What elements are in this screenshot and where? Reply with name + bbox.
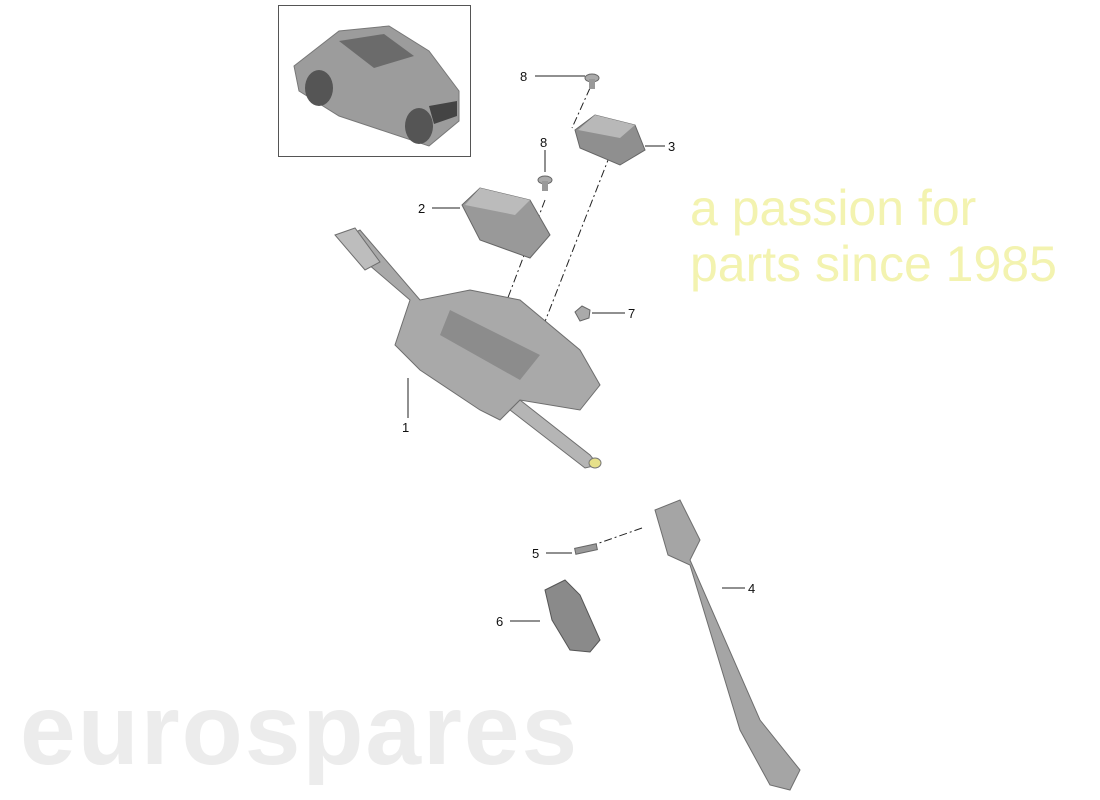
callout-8: 8	[540, 135, 547, 150]
part-bolt-5[interactable]	[574, 543, 598, 555]
watermark-tagline: a passion for parts since 1985	[690, 180, 1057, 292]
callout-6: 6	[496, 614, 503, 629]
part-nut-7[interactable]	[574, 305, 591, 322]
part-screw-8[interactable]	[537, 73, 600, 191]
callout-3: 3	[668, 139, 675, 154]
callout-5: 5	[532, 546, 539, 561]
part-module-3[interactable]	[574, 114, 646, 166]
part-boot-6[interactable]	[544, 579, 601, 653]
watermark-brand: eurospares	[20, 674, 580, 786]
callout-4: 4	[748, 581, 755, 596]
part-module-2[interactable]	[461, 187, 551, 259]
car-icon	[293, 25, 460, 147]
callout-1: 1	[402, 420, 409, 435]
part-intermediate-shaft[interactable]	[654, 499, 801, 791]
callout-8: 8	[520, 69, 527, 84]
part-steering-column[interactable]	[334, 227, 602, 469]
car-thumbnail	[278, 5, 471, 157]
callout-7: 7	[628, 306, 635, 321]
callout-leaders	[407, 75, 745, 622]
callout-2: 2	[418, 201, 425, 216]
